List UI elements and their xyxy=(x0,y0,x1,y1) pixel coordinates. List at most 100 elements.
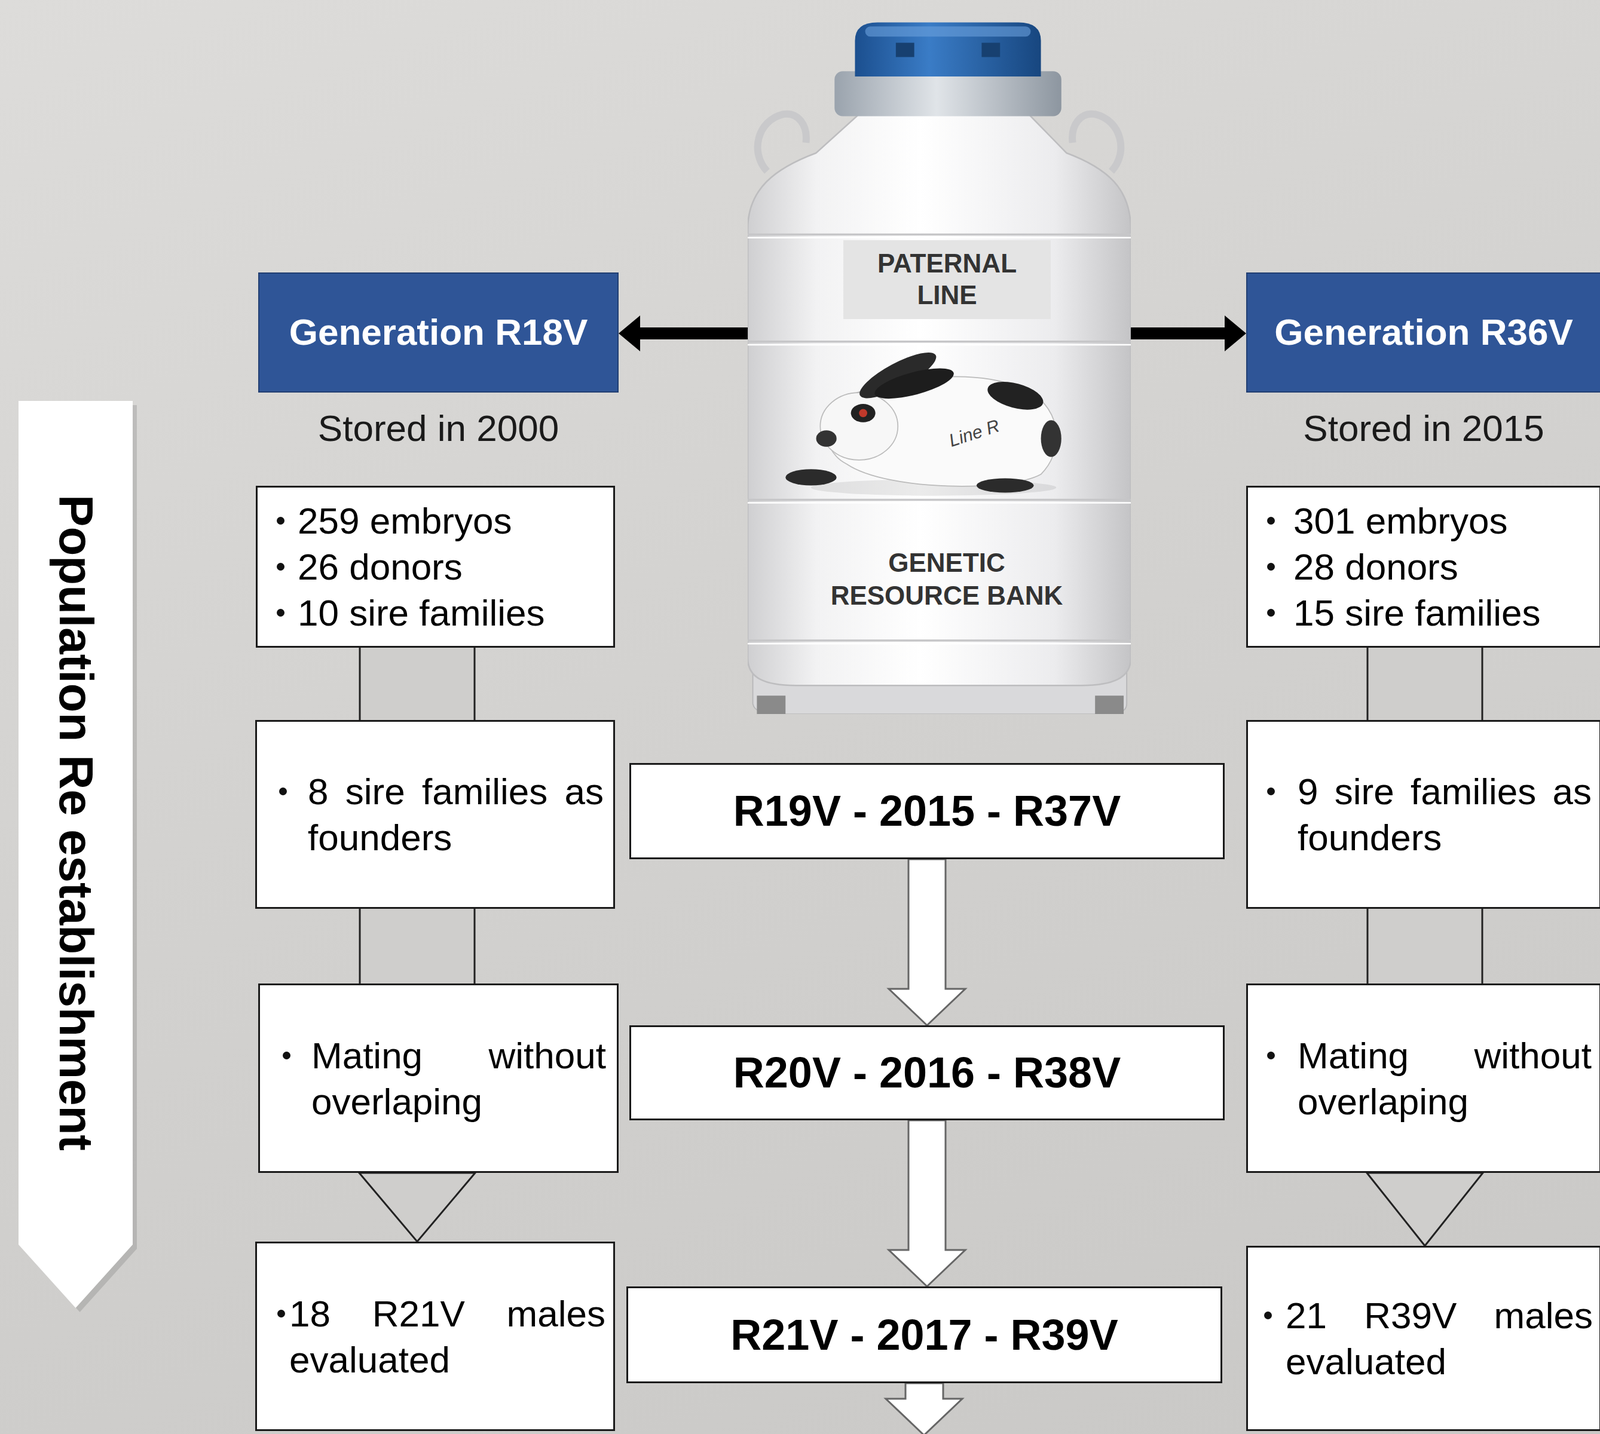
tank-cap-notch xyxy=(981,43,1000,58)
tank-handle xyxy=(757,114,807,172)
bullet-item: 21 R39V males evaluated xyxy=(1264,1292,1593,1385)
band-label: Population Re establishment xyxy=(48,494,104,1152)
text-stack: Generation R36V xyxy=(1274,310,1574,355)
band-side xyxy=(359,909,362,984)
arrow-band-outline xyxy=(18,401,133,1309)
rabbit-foot xyxy=(976,478,1034,494)
box-content: Mating without overlaping xyxy=(1247,985,1600,1172)
text-stack: 301 embryos28 donors15 sire families xyxy=(1267,497,1600,636)
tank-cap xyxy=(854,22,1041,76)
process-box: 18 R21V males evaluated xyxy=(255,1241,616,1432)
band-connector xyxy=(1367,909,1483,984)
year-label: R21V - 2017 - R39V xyxy=(730,1309,1118,1361)
process-box: Mating without overlaping xyxy=(1246,983,1600,1174)
generation-title: Generation R18V xyxy=(289,310,589,355)
generation-box: Generation R18VStored in 2000 xyxy=(258,272,619,393)
band-side xyxy=(1366,909,1369,984)
tank-handle xyxy=(1072,114,1121,172)
tank-text-holder: GENETIC RESOURCE BANK xyxy=(814,546,1080,613)
box-content: 18 R21V males evaluated xyxy=(257,1243,614,1430)
storage-caption: Stored in 2015 xyxy=(1247,407,1600,450)
stage-arrow-band: Population Re establishment xyxy=(18,401,133,1309)
generation-box: Generation R36VStored in 2015 xyxy=(1246,272,1600,393)
rabbit-spot xyxy=(984,376,1046,415)
process-box: 8 sire families as founders xyxy=(255,720,616,910)
down-arrow-symbol xyxy=(885,1383,963,1434)
band-side xyxy=(473,909,476,984)
band-fill xyxy=(1367,909,1483,984)
box-content: R20V - 2016 - R38V xyxy=(631,1027,1223,1119)
bullet-item: 259 embryos xyxy=(276,497,614,544)
text-stack: R19V - 2015 - R37V xyxy=(733,785,1121,837)
band-side xyxy=(1366,647,1369,721)
tank-foot xyxy=(1094,695,1124,715)
box-content: Mating without overlaping xyxy=(259,985,617,1172)
hollow-arrow xyxy=(888,859,966,1026)
tank-node: PATERNAL LINELine RGENETIC RESOURCE BANK xyxy=(747,20,1131,715)
text-stack: Mating without overlaping xyxy=(282,1032,617,1125)
process-box: 21 R39V males evaluated xyxy=(1246,1246,1600,1432)
year-label: R19V - 2015 - R37V xyxy=(733,785,1121,837)
rabbit-tail xyxy=(1041,420,1062,457)
band-label-holder: Population Re establishment xyxy=(18,401,133,1245)
bullet-item: 301 embryos xyxy=(1267,497,1600,544)
band-connector xyxy=(359,909,475,984)
tank-body xyxy=(747,114,1131,686)
process-box: 9 sire families as founders xyxy=(1246,720,1600,910)
rabbit-eye xyxy=(858,409,868,418)
process-box: 301 embryos28 donors15 sire families xyxy=(1246,485,1600,648)
storage-caption: Stored in 2000 xyxy=(259,407,618,450)
text-stack: 8 sire families as founders xyxy=(279,768,614,861)
band-fill xyxy=(359,909,475,984)
chevron-connector xyxy=(359,1173,476,1242)
block-connector xyxy=(1130,315,1247,352)
band-side xyxy=(359,647,362,721)
year-box: R20V - 2016 - R38V xyxy=(629,1025,1225,1121)
bullet-item: 26 donors xyxy=(276,543,614,590)
text-stack: 259 embryos26 donors10 sire families xyxy=(276,497,614,636)
box-content: R19V - 2015 - R37V xyxy=(631,765,1223,858)
band-side xyxy=(473,647,476,721)
box-content: Generation R18V xyxy=(259,273,618,392)
rabbit-nose xyxy=(816,430,837,447)
bullet-item: 18 R21V males evaluated xyxy=(277,1290,606,1384)
text-stack: Mating without overlaping xyxy=(1267,1032,1600,1125)
bullet-item: 28 donors xyxy=(1267,543,1600,590)
chevron-arrow xyxy=(359,1173,476,1242)
chevron-arrow xyxy=(1366,1173,1483,1247)
box-content: 9 sire families as founders xyxy=(1247,722,1600,908)
rabbit-foot xyxy=(785,469,837,486)
text-stack: R21V - 2017 - R39V xyxy=(730,1309,1118,1361)
box-content: 21 R39V males evaluated xyxy=(1247,1247,1600,1430)
band-fill xyxy=(1367,647,1483,721)
tank-collar xyxy=(834,71,1061,116)
process-box: Mating without overlaping xyxy=(258,983,619,1174)
generation-title: Generation R36V xyxy=(1274,310,1574,355)
box-content: R21V - 2017 - R39V xyxy=(628,1288,1221,1382)
tank-cap-notch xyxy=(895,43,915,58)
tank-text-holder: PATERNAL LINE xyxy=(843,240,1051,320)
bullet-item: 8 sire families as founders xyxy=(279,768,604,861)
caption-holder: Stored in 2015 xyxy=(1247,407,1600,450)
band-side xyxy=(1481,647,1484,721)
caption-holder: Stored in 2000 xyxy=(259,407,618,450)
band-fill xyxy=(359,647,475,721)
text-stack: 18 R21V males evaluated xyxy=(277,1290,614,1384)
rabbit-head xyxy=(820,392,898,461)
block-arrow xyxy=(1130,315,1247,352)
text-stack: Generation R18V xyxy=(289,310,589,355)
band-side xyxy=(1481,909,1484,984)
hollow-arrow xyxy=(888,1120,966,1287)
tank-rib xyxy=(747,234,1131,642)
bullet-item: 9 sire families as founders xyxy=(1267,768,1592,861)
box-content: 301 embryos28 donors15 sire families xyxy=(1247,487,1600,647)
year-label: R20V - 2016 - R38V xyxy=(733,1047,1121,1099)
box-content: 8 sire families as founders xyxy=(257,722,614,908)
tank-foot xyxy=(756,695,786,715)
bullet-item: 10 sire families xyxy=(276,589,614,636)
chevron-connector xyxy=(1366,1173,1483,1247)
box-content: Generation R36V xyxy=(1247,273,1600,392)
block-arrow xyxy=(618,315,748,352)
